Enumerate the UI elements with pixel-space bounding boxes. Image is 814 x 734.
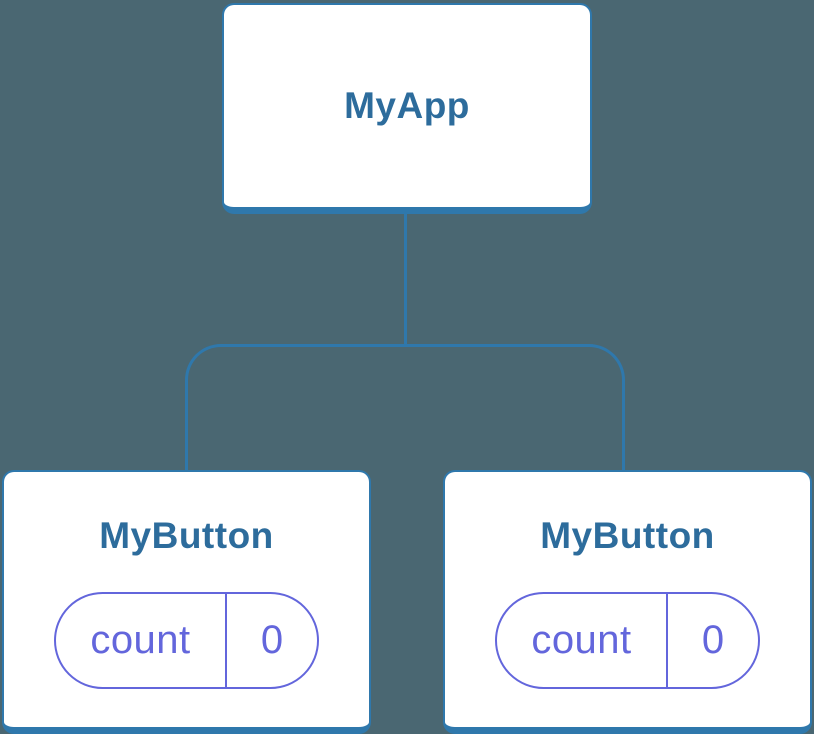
node-myapp-label: MyApp (344, 85, 470, 126)
state-pill-left: count 0 (54, 592, 319, 689)
state-pill-right: count 0 (495, 592, 760, 689)
node-mybutton-left: MyButton count 0 (2, 470, 371, 734)
state-value-right: 0 (701, 618, 725, 662)
tree-connector-stem (404, 214, 407, 344)
state-key-right: count (497, 594, 668, 687)
tree-connector-branch (185, 344, 625, 470)
node-mybutton-right-label: MyButton (540, 515, 715, 556)
node-mybutton-right: MyButton count 0 (443, 470, 812, 734)
state-key-left: count (56, 594, 227, 687)
state-value-left: 0 (260, 618, 284, 662)
node-myapp: MyApp (222, 3, 592, 214)
node-mybutton-left-label: MyButton (99, 515, 274, 556)
